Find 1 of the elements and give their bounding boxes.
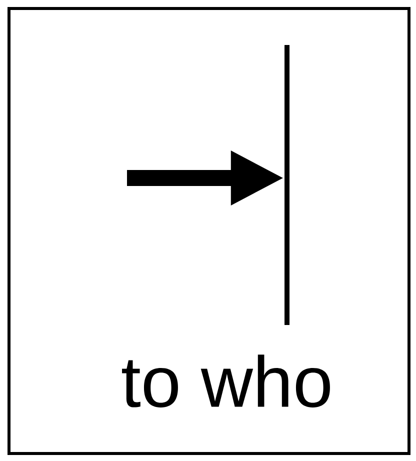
frame-box: to who (8, 7, 410, 455)
